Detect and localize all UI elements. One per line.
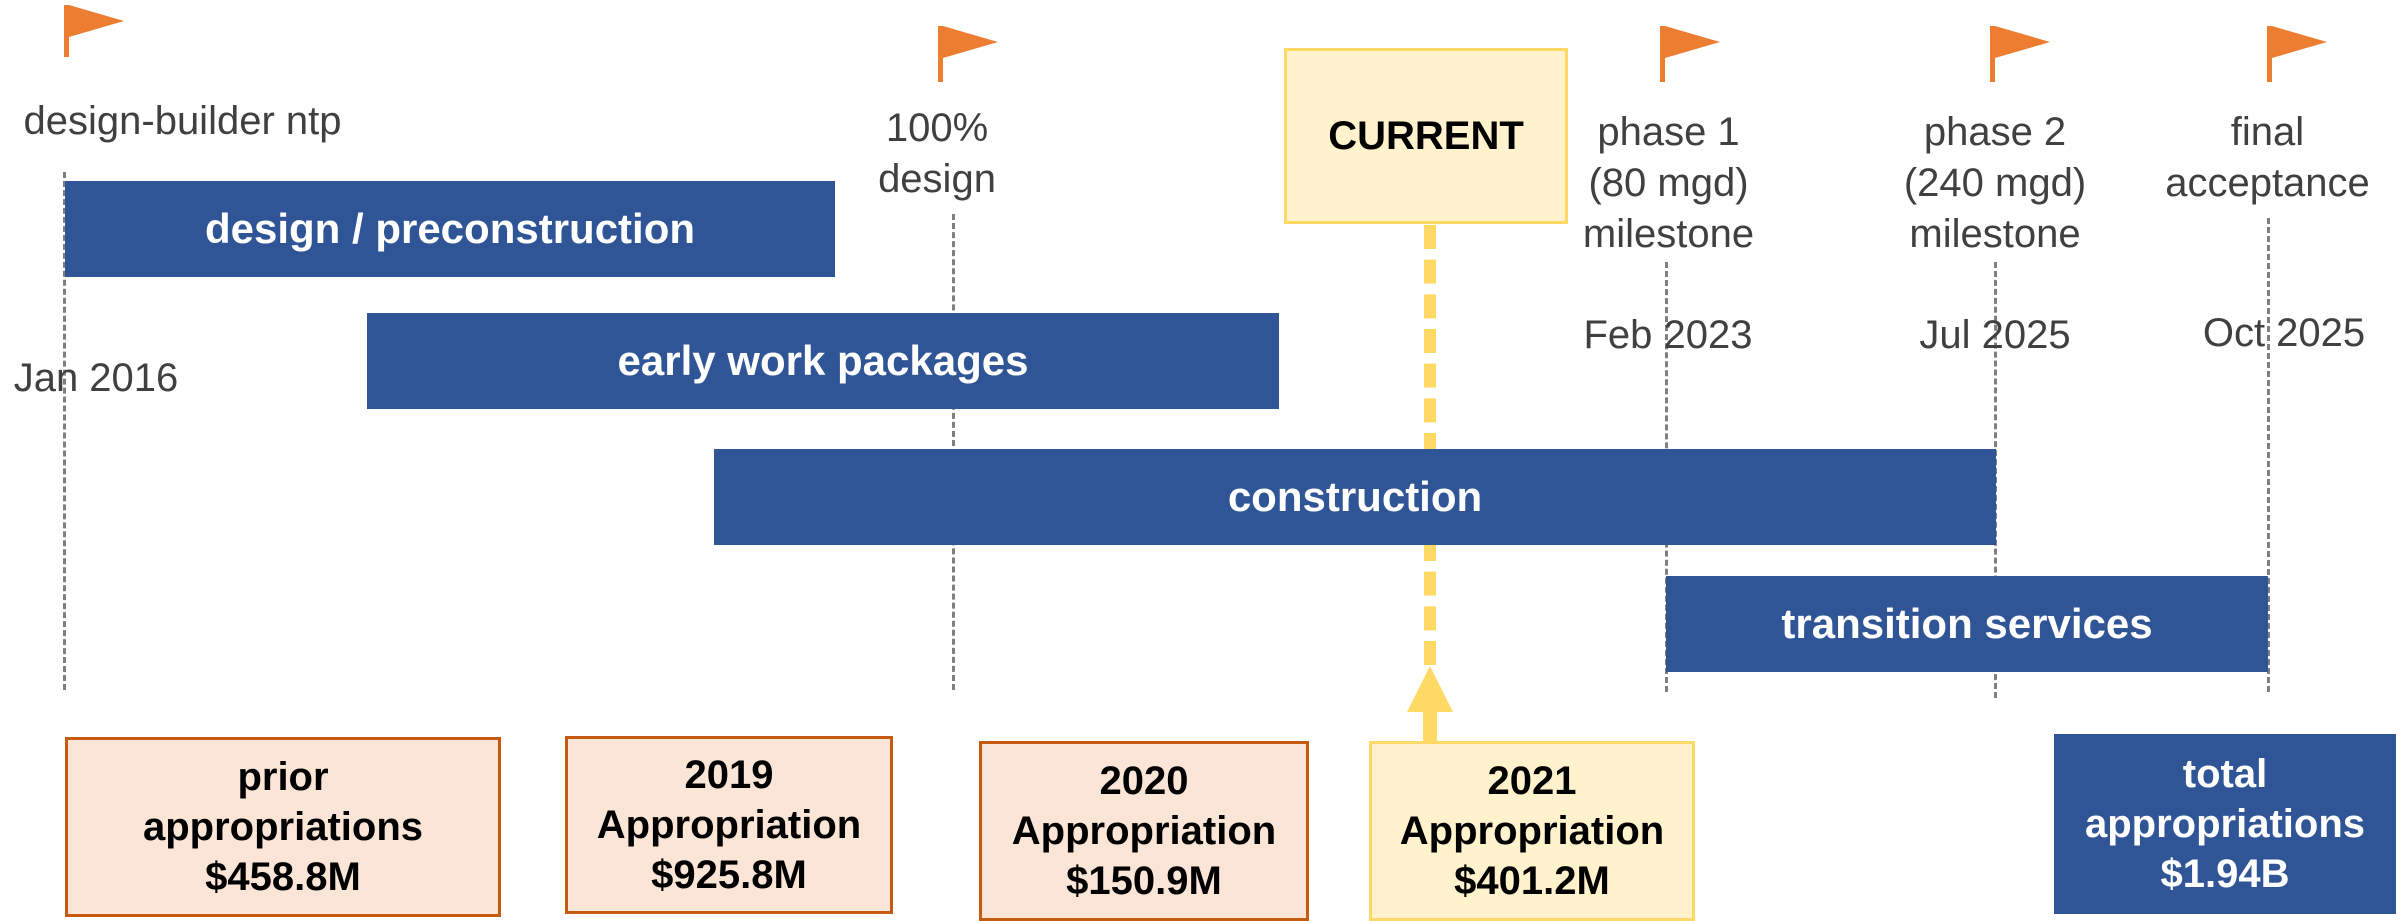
flag-icon: [1660, 26, 1720, 82]
milestone-date-final: Oct 2025: [2202, 311, 2366, 355]
phase-bar-transition: transition services: [1666, 576, 2268, 672]
milestone-label-final: final acceptance: [2165, 110, 2370, 205]
milestone-line-final: [2267, 218, 2270, 692]
flag-icon: [2267, 26, 2327, 82]
appropriation-2020: 2020 Appropriation $150.9M: [979, 741, 1309, 921]
appropriation-2019: 2019 Appropriation $925.8M: [565, 736, 893, 914]
current-marker-line: [1424, 225, 1436, 665]
milestone-label-design100: 100% design: [878, 106, 996, 201]
milestone-date-phase2: Jul 2025: [1919, 313, 2071, 357]
phase-bar-early-work: early work packages: [367, 313, 1279, 409]
milestone-line-ntp: [63, 172, 66, 690]
milestone-date-phase1: Feb 2023: [1583, 313, 1753, 357]
milestone-date-ntp: Jan 2016: [13, 356, 179, 400]
milestone-label-ntp: design-builder ntp: [23, 99, 342, 143]
arrow-up-icon: [1407, 666, 1453, 744]
flag-icon: [64, 5, 124, 57]
appropriation-prior: prior appropriations $458.8M: [65, 737, 501, 917]
total-appropriations: total appropriations $1.94B: [2054, 734, 2396, 914]
appropriation-2021: 2021 Appropriation $401.2M: [1369, 741, 1695, 921]
phase-bar-construction: construction: [714, 449, 1996, 545]
phase-bar-design: design / preconstruction: [65, 181, 835, 277]
milestone-label-phase1: phase 1 (80 mgd) milestone: [1582, 110, 1755, 256]
flag-icon: [1990, 26, 2050, 82]
flag-icon: [938, 26, 998, 82]
milestone-label-phase2: phase 2 (240 mgd) milestone: [1903, 110, 2087, 256]
current-label: CURRENT: [1284, 48, 1568, 224]
